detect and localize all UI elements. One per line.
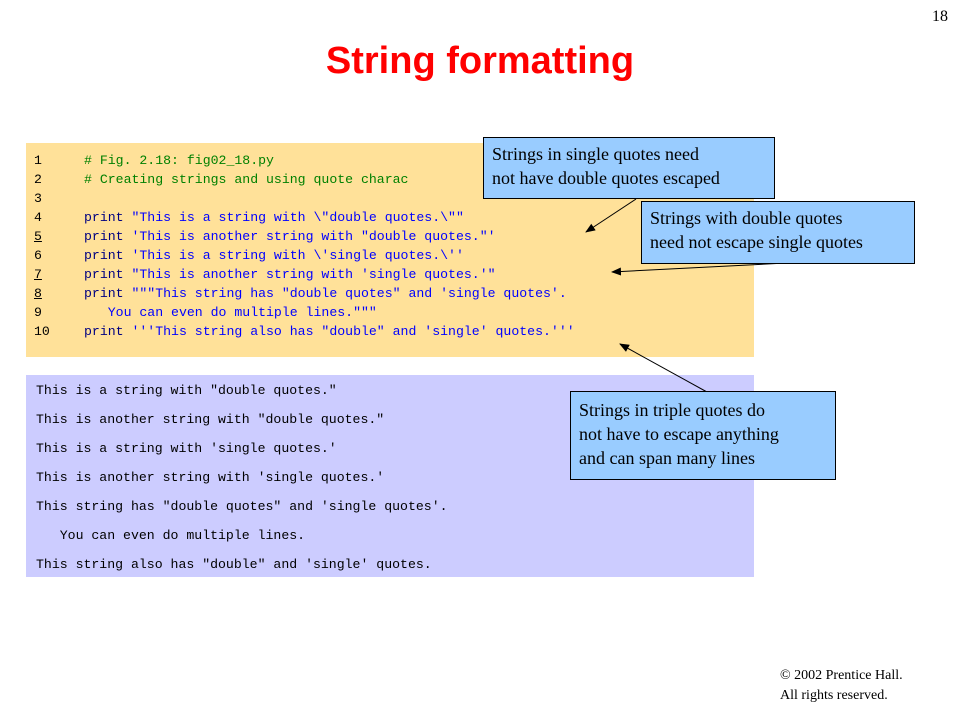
- output-line: This is a string with 'single quotes.': [36, 441, 337, 456]
- callout-single-quotes: Strings in single quotes need not have d…: [483, 137, 775, 199]
- code-token-string: 'This is another string with "double quo…: [131, 229, 496, 244]
- code-token-keyword: print: [84, 229, 132, 244]
- callout-triple-line-2: not have to escape anything: [579, 424, 779, 444]
- line-number: 10: [34, 324, 50, 339]
- code-token-keyword: print: [84, 324, 132, 339]
- code-token-string: 'This is a string with \'single quotes.\…: [131, 248, 464, 263]
- code-text: print """This string has "double quotes"…: [84, 284, 567, 303]
- code-token-comment: # Fig. 2.18: fig02_18.py: [84, 153, 274, 168]
- line-number: 5: [34, 229, 42, 244]
- callout-double-line-1: Strings with double quotes: [650, 208, 843, 228]
- code-text: print 'This is another string with "doub…: [84, 227, 496, 246]
- code-token-keyword: print: [84, 286, 132, 301]
- output-line: This string also has "double" and 'singl…: [36, 557, 432, 572]
- code-token-string: """This string has "double quotes" and '…: [131, 286, 567, 301]
- line-number: 7: [34, 267, 42, 282]
- output-line: You can even do multiple lines.: [36, 528, 306, 543]
- code-text: print 'This is a string with \'single qu…: [84, 246, 464, 265]
- callout-triple-line-1: Strings in triple quotes do: [579, 400, 765, 420]
- output-line: This string has "double quotes" and 'sin…: [36, 499, 448, 514]
- code-token-string: '''This string also has "double" and 'si…: [131, 324, 575, 339]
- callout-single-line-1: Strings in single quotes need: [492, 144, 699, 164]
- output-line: This is a string with "double quotes.": [36, 383, 337, 398]
- callout-single-line-2: not have double quotes escaped: [492, 168, 720, 188]
- code-token-keyword: print: [84, 210, 132, 225]
- line-number: 2: [34, 172, 42, 187]
- line-number: 9: [34, 305, 42, 320]
- callout-triple-quotes: Strings in triple quotes do not have to …: [570, 391, 836, 480]
- code-text: print '''This string also has "double" a…: [84, 322, 575, 341]
- code-token-comment: # Creating strings and using quote chara…: [84, 172, 409, 187]
- code-text: You can even do multiple lines.""": [84, 303, 377, 322]
- code-text: # Creating strings and using quote chara…: [84, 170, 408, 189]
- code-text: print "This is a string with \"double qu…: [84, 208, 464, 227]
- copyright-line-1: © 2002 Prentice Hall.: [780, 668, 903, 683]
- output-line: This is another string with "double quot…: [36, 412, 385, 427]
- page-number: 18: [932, 8, 948, 25]
- callout-double-quotes: Strings with double quotes need not esca…: [641, 201, 915, 264]
- output-line: This is another string with 'single quot…: [36, 470, 385, 485]
- callout-triple-line-3: and can span many lines: [579, 448, 755, 468]
- copyright-notice: © 2002 Prentice Hall. All rights reserve…: [780, 666, 903, 706]
- code-token-string: You can even do multiple lines.""": [84, 305, 377, 320]
- copyright-line-2: All rights reserved.: [780, 688, 888, 703]
- line-number: 8: [34, 286, 42, 301]
- line-number: 6: [34, 248, 42, 263]
- line-number: 4: [34, 210, 42, 225]
- code-token-keyword: print: [84, 248, 132, 263]
- line-number: 1: [34, 153, 42, 168]
- code-text: # Fig. 2.18: fig02_18.py: [84, 151, 274, 170]
- line-number: 3: [34, 191, 42, 206]
- code-token-keyword: print: [84, 267, 132, 282]
- code-token-string: "This is a string with \"double quotes.\…: [131, 210, 464, 225]
- code-token-string: "This is another string with 'single quo…: [131, 267, 496, 282]
- code-text: print "This is another string with 'sing…: [84, 265, 496, 284]
- slide-title: String formatting: [325, 40, 635, 82]
- callout-double-line-2: need not escape single quotes: [650, 232, 863, 252]
